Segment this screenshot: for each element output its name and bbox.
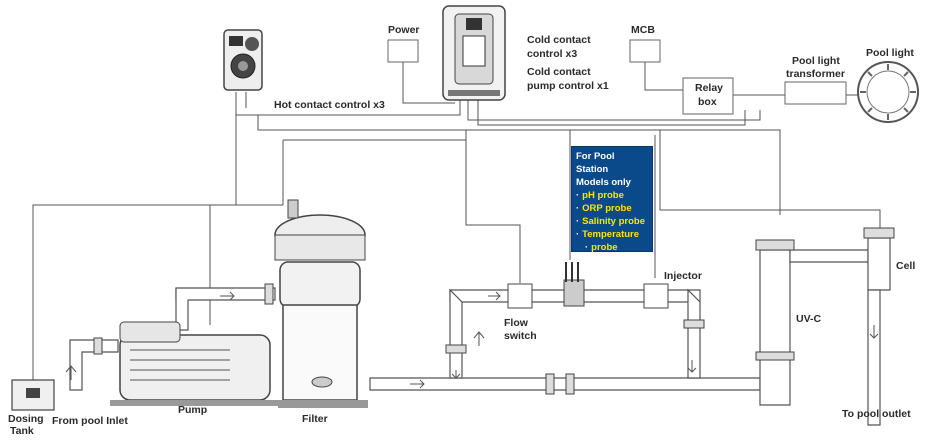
wire-doser-controller: [235, 92, 461, 116]
transformer-box: [784, 81, 847, 105]
power-label: Power: [388, 24, 420, 36]
dosing-tank: [11, 379, 55, 411]
mcb-label: MCB: [631, 24, 655, 36]
wire-flow-switch: [465, 130, 521, 283]
pipe-uvc-cell: [789, 249, 869, 263]
wire-relay: [467, 100, 761, 121]
controller-unit: [442, 5, 506, 101]
callout-temperature-probe: Temperature: [576, 228, 648, 241]
injector-label: Injector: [664, 270, 702, 282]
pool-station-callout: For Pool Station Models only pH probe OR…: [571, 146, 653, 254]
filter-label: Filter: [302, 413, 328, 425]
wire-power: [402, 62, 455, 104]
transformer-label-2: transformer: [786, 68, 845, 80]
flow-switch-label: Flow: [504, 317, 528, 329]
dosing-tank-label-2: Tank: [10, 425, 34, 437]
pipe-inlet: [69, 339, 119, 391]
from-pool-inlet-label: From pool Inlet: [52, 415, 128, 427]
relay-box-label: Relay: [695, 82, 724, 94]
cold-contact-pump-label: Cold contact: [527, 66, 591, 78]
cell-label: Cell: [896, 260, 916, 272]
callout-ph-probe: pH probe: [576, 189, 648, 202]
callout-salinity-probe: Salinity probe: [576, 215, 648, 228]
cold-contact-control-count: control x3: [527, 48, 578, 60]
dosing-tank-label: Dosing: [8, 413, 44, 425]
relay-box-label-2: box: [698, 96, 717, 108]
power-box: [387, 39, 419, 63]
transformer-label: Pool light: [792, 55, 840, 67]
pump: [110, 321, 280, 406]
mcb-box: [629, 39, 661, 63]
pipe-pump-filter: [175, 287, 276, 301]
pipe-bottom: [369, 377, 761, 391]
pipe-left-riser: [449, 288, 463, 379]
cell-body: [867, 237, 891, 291]
cold-contact-pump-count: pump control x1: [527, 80, 609, 92]
callout-title-1: For Pool Station: [576, 151, 615, 175]
pump-label: Pump: [178, 404, 208, 416]
relay-box: [682, 77, 734, 115]
pipe-outlet: [867, 289, 881, 426]
wire-relay-2: [477, 100, 746, 126]
dosing-pump: [223, 29, 263, 91]
pool-light-icon: [857, 61, 919, 123]
callout-temperature-probe-2: probe: [576, 241, 648, 254]
callout-title-2: Models only: [576, 177, 631, 188]
wire-mcb: [644, 62, 683, 91]
wire-cell: [659, 130, 881, 230]
pipe-right-riser: [687, 288, 701, 379]
wire-uvc: [257, 115, 781, 215]
flow-switch-label-2: switch: [504, 330, 537, 342]
cold-contact-control-label: Cold contact: [527, 34, 591, 46]
filter: [274, 199, 368, 408]
to-pool-outlet-label: To pool outlet: [842, 408, 911, 420]
hot-contact-label: Hot contact control x3: [274, 99, 385, 111]
wire-pump-3: [209, 204, 283, 325]
uvc-label: UV-C: [796, 313, 822, 325]
callout-orp-probe: ORP probe: [576, 202, 648, 215]
wire-dosing-tank: [32, 115, 237, 380]
uvc-body: [759, 249, 791, 406]
pool-light-label: Pool light: [866, 47, 914, 59]
